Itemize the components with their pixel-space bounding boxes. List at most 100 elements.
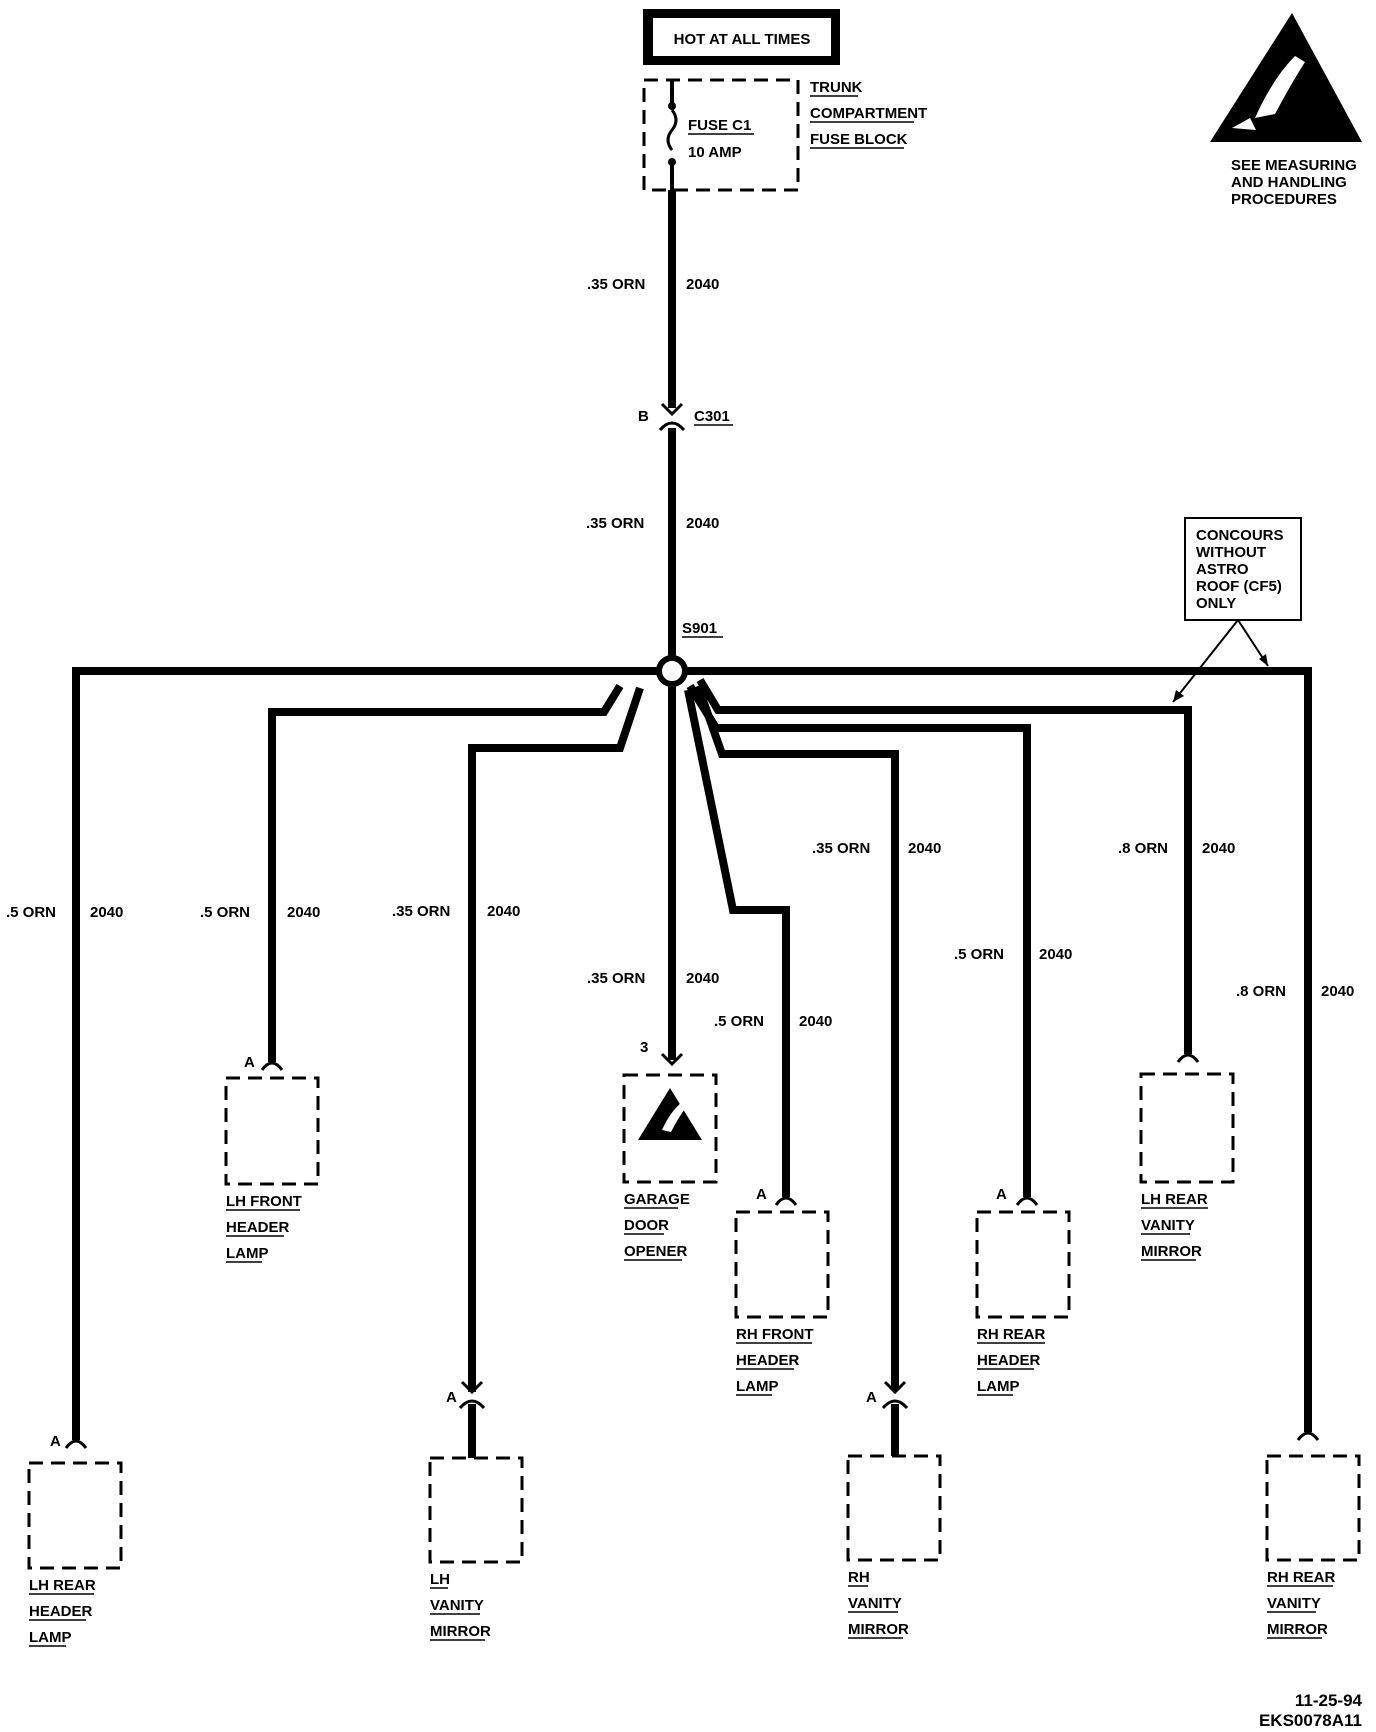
- fuse-name: FUSE C1: [688, 117, 751, 134]
- pin-rh-rear-header: A: [996, 1186, 1007, 1203]
- option-note-line1: CONCOURS: [1196, 527, 1284, 544]
- branch-wire-lh-rear-header: [72, 667, 672, 1440]
- wire-lh-front-header-circuit: 2040: [287, 904, 320, 921]
- fuse-block-box: FUSE C1 10 AMP TRUNK COMPARTMENT FUSE BL…: [642, 78, 927, 192]
- label-lh-vanity-1: LH: [430, 1571, 450, 1588]
- wire-rh-vanity-size: .35 ORN: [812, 840, 870, 857]
- label-lh-front-header-2: HEADER: [226, 1219, 290, 1236]
- label-lh-rear-vanity-2: VANITY: [1141, 1217, 1195, 1234]
- fuse-block-line3: FUSE BLOCK: [810, 131, 908, 148]
- label-garage-1: GARAGE: [624, 1191, 690, 1208]
- label-lh-vanity-3: MIRROR: [430, 1623, 491, 1640]
- branch-wire-rh-vanity: [694, 684, 899, 1390]
- connector-c301-pin: B: [638, 408, 649, 425]
- footer-code: EKS0078A11: [1259, 1711, 1362, 1730]
- component-garage-door-opener: 3 GARAGE DOOR OPENER: [622, 1039, 718, 1261]
- wire-rh-rear-header-circuit: 2040: [1039, 946, 1072, 963]
- fuse-block-line2: COMPARTMENT: [810, 105, 927, 122]
- pin-garage: 3: [640, 1039, 648, 1056]
- label-rh-rear-vanity-3: MIRROR: [1267, 1621, 1328, 1638]
- footer-date: 11-25-94: [1295, 1691, 1363, 1710]
- option-note-line5: ONLY: [1196, 595, 1236, 612]
- label-rh-front-header-2: HEADER: [736, 1352, 800, 1369]
- label-rh-rear-header-2: HEADER: [977, 1352, 1041, 1369]
- wire-lh-rear-vanity-circuit: 2040: [1202, 840, 1235, 857]
- branch-wires: [72, 667, 1312, 1440]
- label-lh-front-header-3: LAMP: [226, 1245, 269, 1262]
- splice-label: S901: [682, 620, 717, 637]
- feed-wire-mid-size: .35 ORN: [586, 515, 644, 532]
- esd-warning-icon: SEE MEASURING AND HANDLING PROCEDURES: [1210, 13, 1362, 208]
- esd-note-line1: SEE MEASURING: [1231, 157, 1357, 174]
- label-rh-vanity-3: MIRROR: [848, 1621, 909, 1638]
- wire-rh-rear-header-size: .5 ORN: [954, 946, 1004, 963]
- label-garage-3: OPENER: [624, 1243, 688, 1260]
- option-note-line2: WITHOUT: [1196, 544, 1266, 561]
- wire-lh-vanity-size: .35 ORN: [392, 903, 450, 920]
- feed-wire-mid-circuit: 2040: [686, 515, 719, 532]
- label-lh-front-header-1: LH FRONT: [226, 1193, 302, 1210]
- esd-note-line2: AND HANDLING: [1231, 174, 1347, 191]
- branch-wire-lh-front-header: [268, 683, 624, 1062]
- component-rh-front-header-lamp: A RH FRONT HEADER LAMP: [734, 1186, 830, 1396]
- connector-c301: B C301: [638, 402, 733, 432]
- pin-rh-front-header: A: [756, 1186, 767, 1203]
- wire-lh-rear-header-size: .5 ORN: [6, 904, 56, 921]
- feed-wire-top-circuit: 2040: [686, 276, 719, 293]
- feed-wire-top-size: .35 ORN: [587, 276, 645, 293]
- wire-rh-front-header-size: .5 ORN: [714, 1013, 764, 1030]
- component-lh-rear-vanity-mirror: LH REAR VANITY MIRROR: [1139, 1053, 1235, 1261]
- label-lh-rear-vanity-1: LH REAR: [1141, 1191, 1208, 1208]
- label-rh-rear-vanity-1: RH REAR: [1267, 1569, 1336, 1586]
- label-lh-rear-vanity-3: MIRROR: [1141, 1243, 1202, 1260]
- component-lh-vanity-mirror: A LH VANITY MIRROR: [428, 1380, 524, 1641]
- wire-rh-rear-vanity-size: .8 ORN: [1236, 983, 1286, 1000]
- label-lh-vanity-2: VANITY: [430, 1597, 484, 1614]
- power-source-box: HOT AT ALL TIMES: [643, 9, 840, 65]
- splice-s901: [656, 655, 688, 687]
- label-rh-rear-header-1: RH REAR: [977, 1326, 1046, 1343]
- pin-lh-rear-header: A: [50, 1433, 61, 1450]
- fuse-block-line1: TRUNK: [810, 79, 863, 96]
- label-rh-rear-vanity-2: VANITY: [1267, 1595, 1321, 1612]
- component-rh-rear-header-lamp: A RH REAR HEADER LAMP: [975, 1186, 1071, 1396]
- wire-rh-vanity-circuit: 2040: [908, 840, 941, 857]
- label-lh-rear-header-1: LH REAR: [29, 1577, 96, 1594]
- branch-wire-lh-vanity: [468, 686, 644, 1392]
- branch-wire-rh-front-header: [684, 689, 790, 1197]
- esd-icon-small: [638, 1088, 702, 1140]
- pin-lh-front-header: A: [244, 1054, 255, 1071]
- label-rh-front-header-3: LAMP: [736, 1378, 779, 1395]
- label-lh-rear-header-3: LAMP: [29, 1629, 72, 1646]
- wire-lh-front-header-size: .5 ORN: [200, 904, 250, 921]
- branch-wire-rh-rear-vanity: [672, 667, 1312, 1432]
- component-lh-front-header-lamp: A LH FRONT HEADER LAMP: [224, 1054, 320, 1263]
- power-source-label: HOT AT ALL TIMES: [674, 31, 811, 48]
- option-note-line4: ROOF (CF5): [1196, 578, 1282, 595]
- option-note-box: CONCOURS WITHOUT ASTRO ROOF (CF5) ONLY: [1172, 517, 1302, 703]
- component-rh-rear-vanity-mirror: RH REAR VANITY MIRROR: [1265, 1431, 1361, 1639]
- wire-rh-front-header-circuit: 2040: [799, 1013, 832, 1030]
- label-rh-vanity-1: RH: [848, 1569, 870, 1586]
- branch-wire-rh-rear-header: [686, 683, 1031, 1197]
- wire-garage-size: .35 ORN: [587, 970, 645, 987]
- pin-rh-vanity: A: [866, 1389, 877, 1406]
- component-lh-rear-header-lamp: A LH REAR HEADER LAMP: [27, 1433, 123, 1647]
- connector-c301-name: C301: [694, 408, 730, 425]
- label-garage-2: DOOR: [624, 1217, 669, 1234]
- option-note-line3: ASTRO: [1196, 561, 1249, 578]
- component-rh-vanity-mirror: A RH VANITY MIRROR: [846, 1380, 942, 1639]
- pin-lh-vanity: A: [446, 1389, 457, 1406]
- wire-garage-circuit: 2040: [686, 970, 719, 987]
- wire-lh-rear-header-circuit: 2040: [90, 904, 123, 921]
- label-rh-vanity-2: VANITY: [848, 1595, 902, 1612]
- label-lh-rear-header-2: HEADER: [29, 1603, 93, 1620]
- fuse-rating: 10 AMP: [688, 144, 742, 161]
- wire-lh-rear-vanity-size: .8 ORN: [1118, 840, 1168, 857]
- wire-rh-rear-vanity-circuit: 2040: [1321, 983, 1354, 1000]
- wire-lh-vanity-circuit: 2040: [487, 903, 520, 920]
- label-rh-rear-header-3: LAMP: [977, 1378, 1020, 1395]
- branch-wire-lh-rear-vanity: [696, 677, 1192, 1054]
